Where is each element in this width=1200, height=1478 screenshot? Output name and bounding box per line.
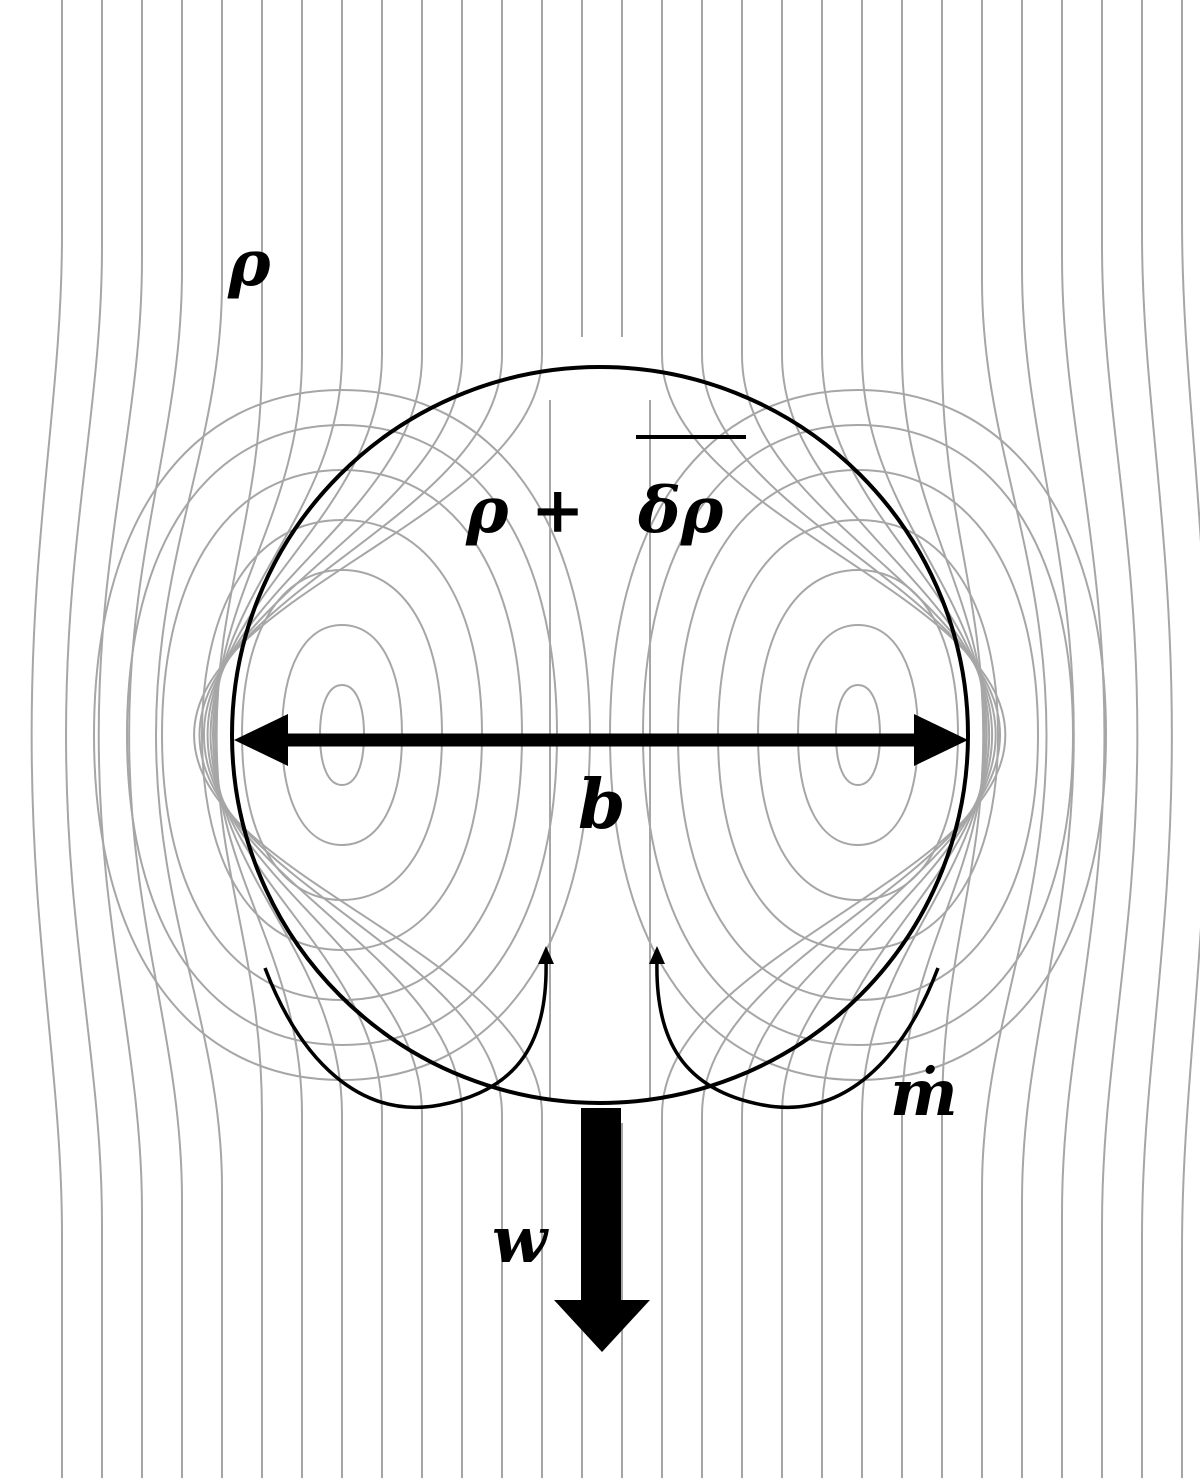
streamline (97, 0, 143, 1478)
streamline (215, 0, 263, 1478)
streamline (65, 0, 103, 1478)
outer-streamlines (30, 0, 1200, 1478)
streamline (198, 0, 503, 1478)
vortex-loop (125, 423, 559, 1047)
vortex-loop (318, 683, 366, 787)
streamline (30, 0, 63, 1478)
entrainment-left-arrow (263, 946, 554, 1109)
vortex-loop (200, 518, 484, 952)
entrainment-right-arrow (649, 946, 940, 1109)
streamline (202, 0, 463, 1478)
streamline (981, 0, 1048, 1478)
streamline (1141, 0, 1173, 1478)
vortex-loop (796, 623, 920, 847)
streamline (206, 0, 423, 1478)
velocity-arrow (554, 1108, 650, 1352)
streamline (661, 0, 1007, 1478)
streamline (128, 0, 183, 1478)
vortex-loop (641, 423, 1075, 1047)
streamline (901, 0, 986, 1478)
width-label: b (578, 765, 626, 845)
streamline (1061, 0, 1106, 1478)
streamline (781, 0, 994, 1478)
streamline (193, 0, 543, 1478)
streamline (213, 0, 303, 1478)
vortex-loop (240, 568, 444, 902)
vortex-loop (608, 388, 1108, 1082)
vortex-loop (834, 683, 882, 787)
vortex-loop (280, 623, 404, 847)
streamline (941, 0, 985, 1478)
streamline (211, 0, 343, 1478)
streamline (821, 0, 991, 1478)
streamline (1101, 0, 1139, 1478)
streamline (209, 0, 383, 1478)
vortex-density-label-rhs: δρ (637, 473, 724, 548)
vortex-density-label-lhs: ρ + (465, 473, 584, 548)
mass-flux-label: ṁ (890, 1056, 958, 1131)
vortex-loop (716, 518, 1000, 952)
streamline (861, 0, 988, 1478)
streamline (1181, 0, 1200, 1478)
streamline (741, 0, 997, 1478)
ambient-density-label: ρ (227, 226, 271, 301)
streamline (155, 0, 223, 1478)
streamline (701, 0, 1002, 1478)
width-arrow (234, 714, 968, 766)
inner-streamlines (92, 388, 1108, 1100)
streamline (1021, 0, 1075, 1478)
velocity-label: w (492, 1203, 549, 1278)
vortex-boundary (230, 365, 970, 1105)
vortex-loop (756, 568, 960, 902)
